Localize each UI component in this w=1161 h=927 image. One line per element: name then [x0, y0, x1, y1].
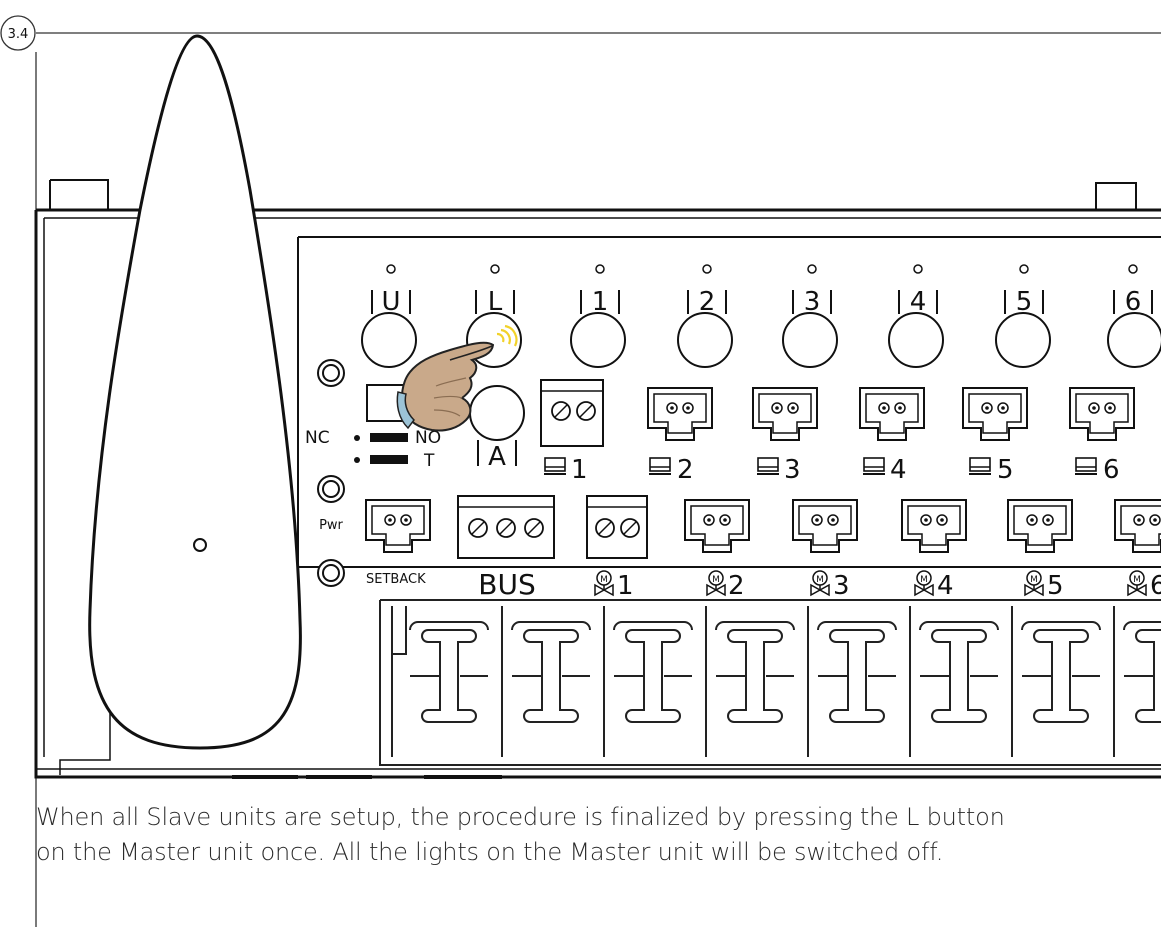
actuator-terminal-6[interactable]: 6	[1114, 499, 1161, 601]
actuator-terminal-1[interactable]: 1	[586, 495, 648, 601]
actuator-channel-1: 1	[617, 571, 634, 601]
thermostat-terminal-2[interactable]: 2	[647, 387, 713, 485]
power-label: Pwr	[319, 518, 343, 533]
led-3	[807, 264, 817, 274]
thermostat-channel-3: 3	[784, 455, 801, 485]
round-indicator-top[interactable]	[317, 359, 345, 387]
cable-channel	[379, 599, 1161, 766]
instruction-caption: When all Slave units are setup, the proc…	[36, 800, 1161, 870]
button-1[interactable]: 1	[570, 287, 626, 368]
actuator-terminal-4[interactable]: 4	[901, 499, 967, 601]
button-a-label: A	[488, 442, 506, 472]
actuator-channel-2: 2	[728, 571, 745, 601]
actuator-channel-5: 5	[1047, 571, 1064, 601]
button-a[interactable]: A	[469, 385, 525, 472]
actuator-channel-3: 3	[833, 571, 850, 601]
button-5[interactable]: 5	[995, 287, 1051, 368]
step-number: 3.4	[8, 27, 29, 42]
setback-indicator	[317, 559, 345, 587]
led-u	[386, 264, 396, 274]
led-2	[702, 264, 712, 274]
caption-line-2: on the Master unit once. All the lights …	[36, 838, 944, 866]
jumper-nc-label: NC	[305, 428, 330, 448]
power-indicator: Pwr	[317, 475, 345, 533]
led-6	[1128, 264, 1138, 274]
button-u[interactable]: U	[361, 287, 417, 368]
thermostat-channel-2: 2	[677, 455, 694, 485]
thermostat-terminal-4[interactable]: 4	[859, 387, 925, 485]
step-badge: 3.4	[0, 15, 36, 51]
bus-terminal[interactable]: BUS	[457, 495, 555, 601]
thermostat-channel-1: 1	[571, 455, 588, 485]
actuator-channel-4: 4	[937, 571, 954, 601]
button-6[interactable]: 6	[1107, 287, 1161, 368]
setback-terminal[interactable]: SETBACK	[365, 499, 431, 587]
led-l	[490, 264, 500, 274]
thermostat-channel-5: 5	[997, 455, 1014, 485]
button-4-label: 4	[910, 287, 927, 317]
led-1	[595, 264, 605, 274]
led-row	[386, 264, 1138, 274]
bus-label: BUS	[478, 568, 535, 601]
led-4	[913, 264, 923, 274]
actuator-terminal-2[interactable]: 2	[684, 499, 750, 601]
button-l-label: L	[488, 287, 503, 317]
jumper-no-label: NO	[415, 428, 441, 448]
thermostat-terminal-3[interactable]: 3	[752, 387, 818, 485]
thermostat-channel-4: 4	[890, 455, 907, 485]
hinged-cover	[88, 34, 302, 750]
button-1-label: 1	[592, 287, 609, 317]
button-u-label: U	[381, 287, 400, 317]
setback-label: SETBACK	[366, 572, 426, 587]
button-5-label: 5	[1016, 287, 1033, 317]
thermostat-terminal-5[interactable]: 5	[962, 387, 1028, 485]
led-5	[1019, 264, 1029, 274]
button-3-label: 3	[804, 287, 821, 317]
button-3[interactable]: 3	[782, 287, 838, 368]
button-2[interactable]: 2	[677, 287, 733, 368]
button-4[interactable]: 4	[888, 287, 944, 368]
button-2-label: 2	[699, 287, 716, 317]
actuator-channel-6: 6	[1150, 571, 1161, 601]
actuator-terminal-3[interactable]: 3	[792, 499, 858, 601]
thermostat-terminal-1[interactable]: 1	[540, 379, 604, 485]
caption-line-1: When all Slave units are setup, the proc…	[36, 803, 1005, 831]
actuator-icon	[594, 570, 614, 596]
jumper-t-label: T	[423, 451, 435, 471]
button-6-label: 6	[1125, 287, 1142, 317]
thermostat-channel-6: 6	[1103, 455, 1120, 485]
pointing-hand-icon	[396, 324, 518, 432]
actuator-terminal-5[interactable]: 5	[1007, 499, 1073, 601]
thermostat-terminal-6[interactable]: 6	[1069, 387, 1135, 485]
